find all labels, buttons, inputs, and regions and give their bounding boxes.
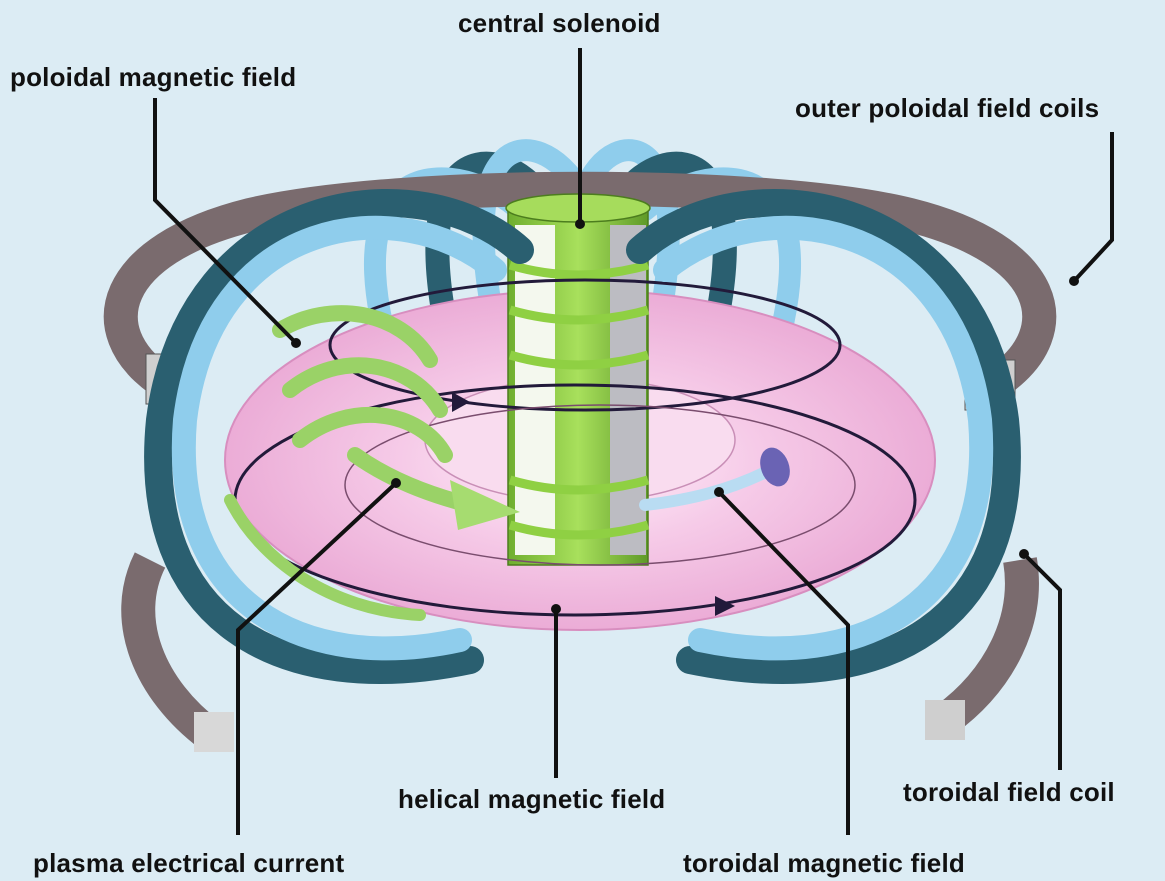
label-toroidal-magnetic-field: toroidal magnetic field: [683, 848, 965, 879]
leader-dot: [1019, 549, 1029, 559]
label-outer-poloidal-field-coils: outer poloidal field coils: [795, 93, 1099, 124]
label-helical-magnetic-field: helical magnetic field: [398, 784, 665, 815]
leader-dot: [1069, 276, 1079, 286]
label-plasma-electrical-current: plasma electrical current: [33, 848, 344, 879]
pf-coil-lower-end-left: [194, 712, 234, 752]
leader-dot: [575, 219, 585, 229]
leader-dot: [291, 338, 301, 348]
pf-coil-lower-end-right: [925, 700, 965, 740]
leader-outer-pf-coils: [1075, 132, 1112, 280]
label-poloidal-magnetic-field: poloidal magnetic field: [10, 62, 296, 93]
leader-dot: [714, 487, 724, 497]
label-toroidal-field-coil: toroidal field coil: [903, 777, 1115, 808]
leader-dot: [551, 604, 561, 614]
label-central-solenoid: central solenoid: [458, 8, 661, 39]
leader-dot: [391, 478, 401, 488]
